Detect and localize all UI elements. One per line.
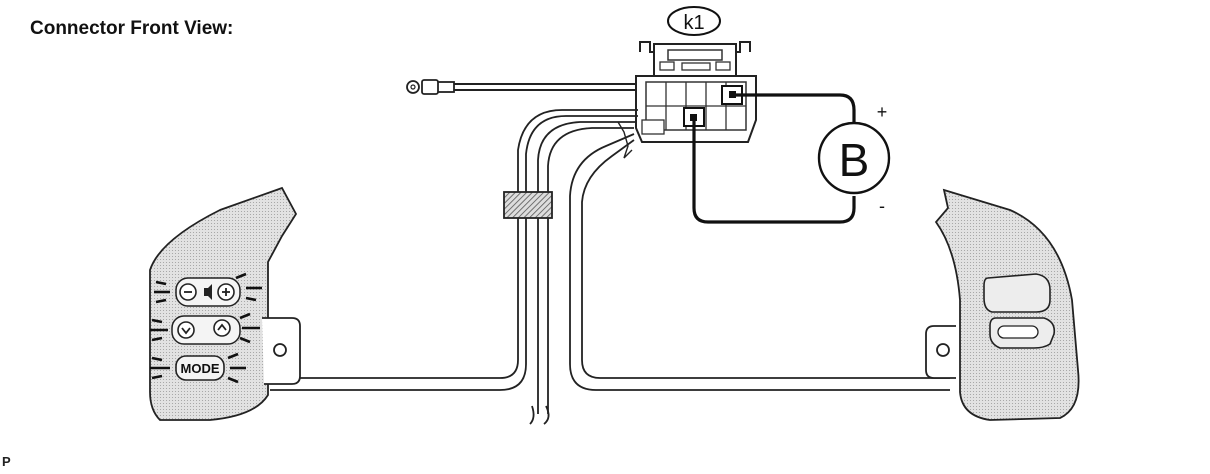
connector-label-bubble: [667, 6, 721, 36]
battery-label: B: [839, 134, 870, 186]
connector-k1: k1: [635, 6, 757, 143]
left-harness: [270, 109, 638, 425]
seek-down-icon: [177, 321, 195, 339]
page-title: Connector Front View:: [30, 18, 234, 39]
speaker-icon: [204, 284, 212, 300]
terminal-negative: [690, 114, 697, 121]
connector-label: k1: [683, 12, 704, 34]
seek-up-icon: [213, 319, 231, 337]
battery-positive-sign: +: [877, 102, 888, 122]
right-harness: [569, 121, 950, 391]
ground-lead: [406, 79, 636, 95]
right-upper-button: [983, 273, 1051, 313]
battery-circuit: B + -: [692, 93, 891, 224]
battery-symbol: [817, 121, 891, 195]
corner-mark: P: [2, 454, 11, 469]
terminal-positive: [729, 91, 736, 98]
right-steering-switch: [925, 188, 1080, 421]
battery-negative-sign: -: [879, 196, 885, 216]
mode-button: [175, 355, 225, 381]
left-steering-switch: MODE: [149, 186, 301, 421]
mode-label: MODE: [181, 361, 220, 376]
